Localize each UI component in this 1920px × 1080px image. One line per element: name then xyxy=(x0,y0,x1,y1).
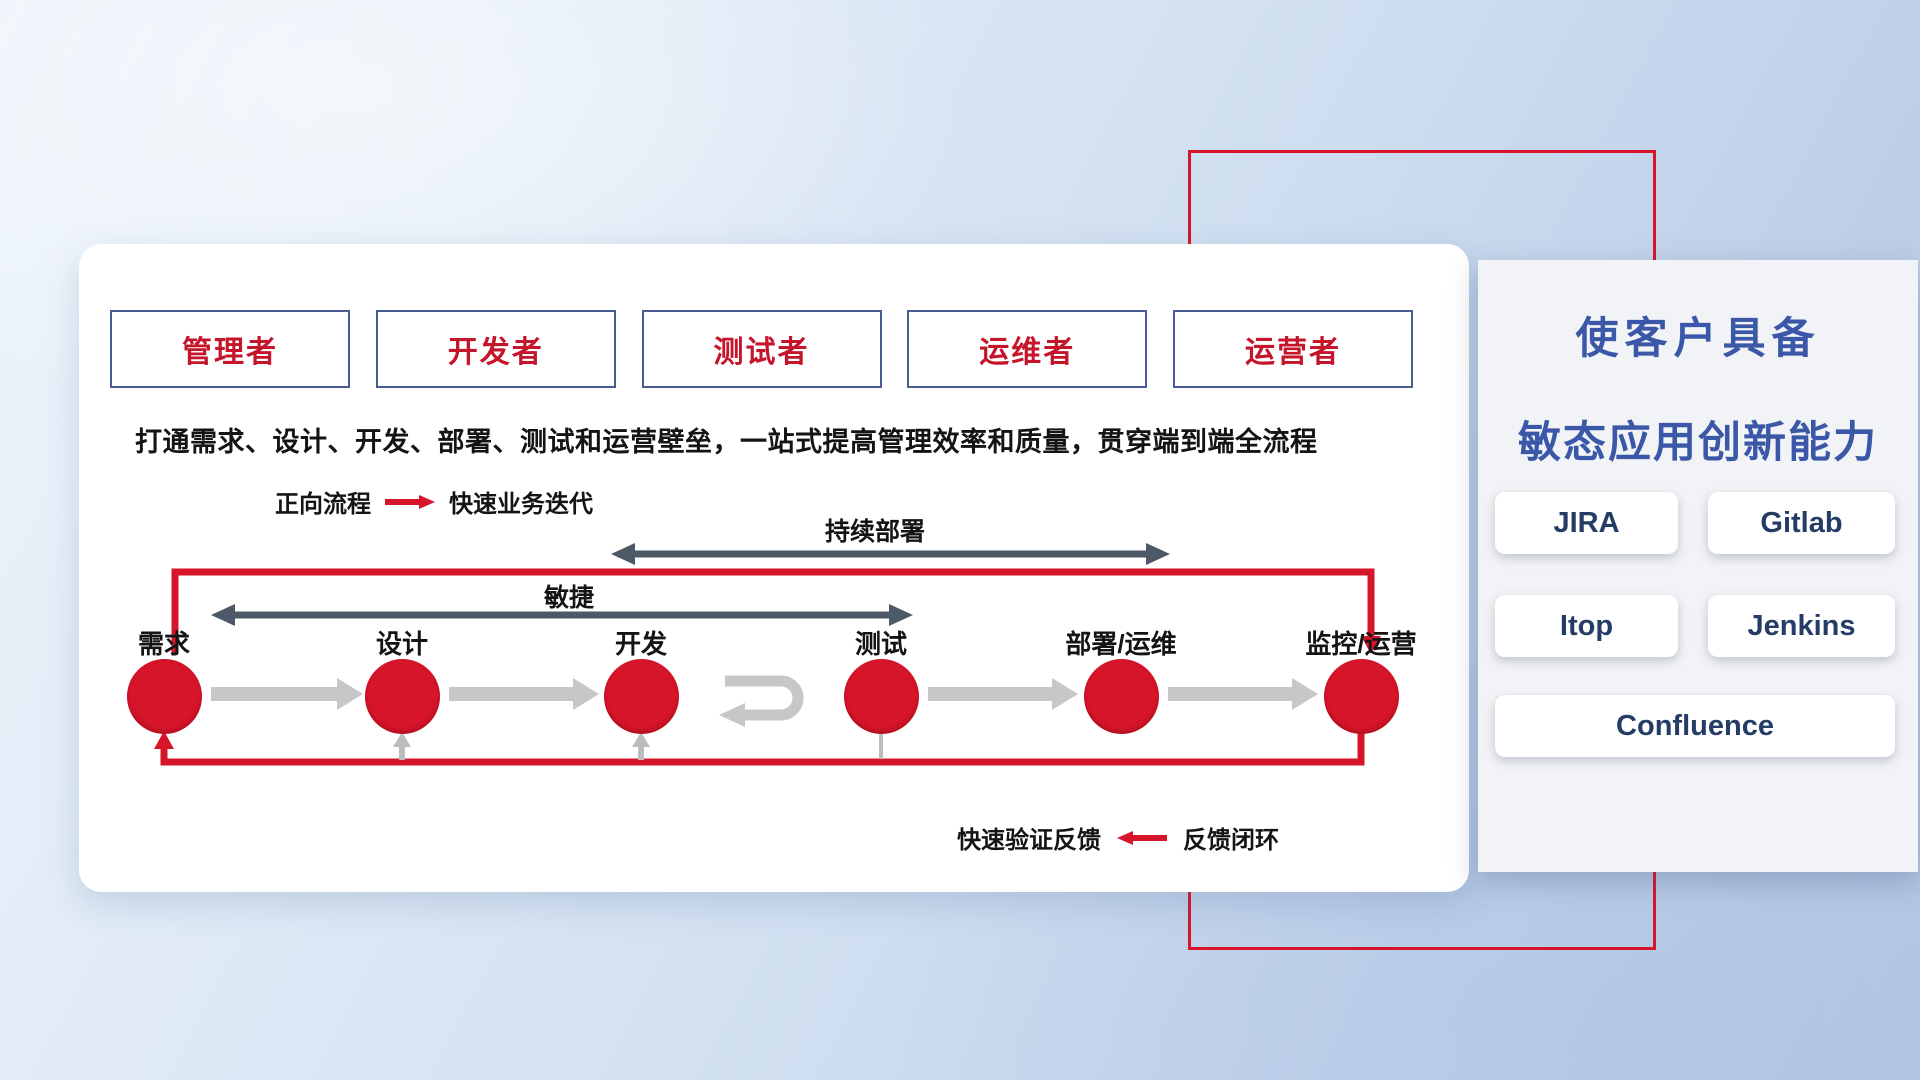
stage-label: 需求 xyxy=(137,629,190,659)
stage-monitor-operate: 监控/运营 xyxy=(1281,630,1441,734)
forward-arrow-icon xyxy=(385,494,435,509)
stage-label: 开发 xyxy=(614,629,667,659)
iterate-loop-icon xyxy=(725,675,804,721)
role-box-developer: 开发者 xyxy=(375,310,616,388)
red-feedback-loop-line xyxy=(160,731,1365,766)
tool-chip-jira: JIRA xyxy=(1495,492,1678,554)
develop-feedback-arrowhead-icon xyxy=(632,732,650,747)
stage-label: 部署/运维 xyxy=(1065,629,1177,659)
stage-requirement: 需求 xyxy=(84,630,244,734)
feedback-desc: 快速验证反馈 xyxy=(957,827,1101,854)
stage-label: 设计 xyxy=(375,629,428,659)
agile-right-arrowhead-icon xyxy=(889,604,913,626)
role-box-ops: 运维者 xyxy=(907,310,1148,388)
tool-chip-confluence: Confluence xyxy=(1495,695,1895,757)
stage-node-icon xyxy=(126,659,202,734)
capability-panel: 使客户具备 敏态应用创新能力 JIRA Gitlab Itop Jenkins … xyxy=(1478,260,1918,872)
feedback-label: 反馈闭环 xyxy=(1183,827,1279,854)
feedback-arrow-icon xyxy=(1117,830,1167,845)
tool-chip-jenkins: Jenkins xyxy=(1708,595,1895,657)
design-feedback-arrowhead-icon xyxy=(393,732,411,747)
stage-develop: 开发 xyxy=(561,630,721,734)
stage-node-icon xyxy=(603,659,679,734)
iterate-loop-arrowhead-icon xyxy=(719,703,745,727)
stage-node-icon xyxy=(843,659,919,734)
forward-flow-legend: 正向流程 快速业务迭代 xyxy=(275,484,593,519)
tool-chip-gitlab: Gitlab xyxy=(1708,492,1895,554)
agile-label: 敏捷 xyxy=(543,584,594,612)
role-box-operator: 运营者 xyxy=(1173,310,1413,388)
role-box-manager: 管理者 xyxy=(110,310,350,388)
forward-flow-label: 正向流程 xyxy=(275,491,371,518)
role-boxes-row: 管理者 开发者 测试者 运维者 运营者 xyxy=(110,310,1413,388)
role-box-tester: 测试者 xyxy=(641,310,882,388)
stage-test: 测试 xyxy=(801,630,961,734)
cd-left-arrowhead-icon xyxy=(611,543,635,565)
stage-label: 测试 xyxy=(854,629,907,659)
devops-flow-card: 管理者 开发者 测试者 运维者 运营者 打通需求、设计、开发、部署、测试和运营壁… xyxy=(79,244,1469,892)
panel-title-line1: 使客户具备 xyxy=(1575,315,1821,363)
forward-flow-desc: 快速业务迭代 xyxy=(449,491,593,518)
agile-left-arrowhead-icon xyxy=(211,604,235,626)
card-subtitle: 打通需求、设计、开发、部署、测试和运营壁垒，一站式提高管理效率和质量，贯穿端到端… xyxy=(135,427,1318,457)
stage-deploy-ops: 部署/运维 xyxy=(1041,630,1201,734)
panel-title-line2: 敏态应用创新能力 xyxy=(1518,419,1878,467)
cd-right-arrowhead-icon xyxy=(1146,543,1170,565)
stage-label: 监控/运营 xyxy=(1305,629,1417,659)
tool-chip-itop: Itop xyxy=(1495,595,1678,657)
continuous-deploy-label: 持续部署 xyxy=(824,518,925,546)
feedback-loop-legend: 快速验证反馈 反馈闭环 xyxy=(957,820,1279,855)
stage-design: 设计 xyxy=(322,630,482,734)
stage-node-icon xyxy=(1083,659,1159,734)
stage-node-icon xyxy=(364,659,440,734)
stage-node-icon xyxy=(1323,659,1399,734)
